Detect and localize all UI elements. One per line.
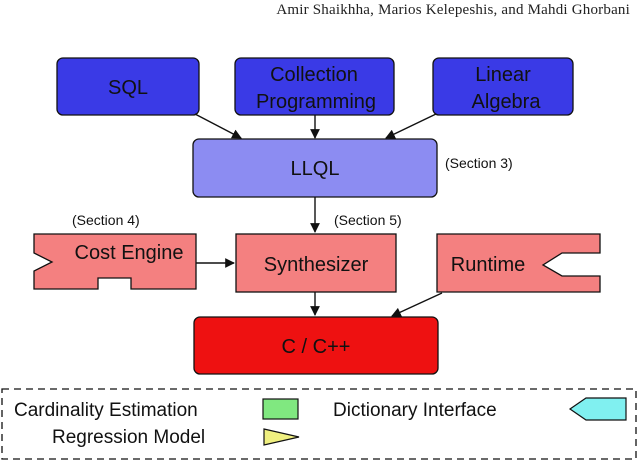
sql-node: SQL — [56, 57, 200, 116]
c-cpp-label: C / C++ — [282, 336, 351, 358]
cost-engine-shape — [33, 233, 197, 290]
runtime-label: Runtime — [451, 254, 525, 276]
legend-regression-label: Regression Model — [52, 427, 205, 448]
llql-node: LLQL — [192, 138, 438, 198]
linear-label-line2: Algebra — [472, 91, 542, 113]
legend-dictionary-label: Dictionary Interface — [333, 400, 497, 421]
llql-label: LLQL — [291, 158, 340, 180]
cost-engine-node: Cost Engine — [33, 233, 197, 290]
arrow-runtime-to-c — [391, 292, 443, 317]
legend-cardinality-swatch — [262, 398, 299, 420]
legend-border — [1, 388, 637, 460]
runtime-node: Runtime — [436, 233, 601, 293]
sql-label: SQL — [108, 77, 148, 99]
collection-programming-node: Collection Programming — [234, 57, 395, 116]
legend-dictionary-swatch — [568, 397, 627, 421]
arrow-sql-to-llql — [194, 113, 242, 139]
legend: Cardinality Estimation Regression Model … — [1, 388, 637, 460]
synthesizer-node: Synthesizer — [235, 233, 397, 293]
cost-engine-label: Cost Engine — [75, 242, 184, 264]
cost-engine-section-note: (Section 4) — [72, 212, 140, 228]
synthesizer-label: Synthesizer — [264, 254, 369, 276]
linear-algebra-node: Linear Algebra — [432, 57, 574, 116]
collection-label-line1: Collection — [270, 64, 358, 86]
llql-section-note: (Section 3) — [445, 155, 513, 171]
linear-label-line1: Linear — [475, 64, 531, 86]
runtime-shape — [436, 233, 601, 293]
c-cpp-node: C / C++ — [193, 316, 439, 375]
collection-label-line2: Programming — [256, 91, 376, 113]
sql-box — [56, 57, 200, 116]
legend-regression-swatch — [263, 428, 300, 446]
arrow-linear-to-llql — [385, 113, 437, 139]
synthesizer-section-note: (Section 5) — [334, 212, 402, 228]
c-cpp-box — [193, 316, 439, 375]
page-header-authors: Amir Shaikhha, Marios Kelepeshis, and Ma… — [276, 2, 630, 18]
linear-algebra-box — [432, 57, 574, 116]
synthesizer-box — [235, 233, 397, 293]
legend-cardinality-label: Cardinality Estimation — [14, 400, 198, 421]
